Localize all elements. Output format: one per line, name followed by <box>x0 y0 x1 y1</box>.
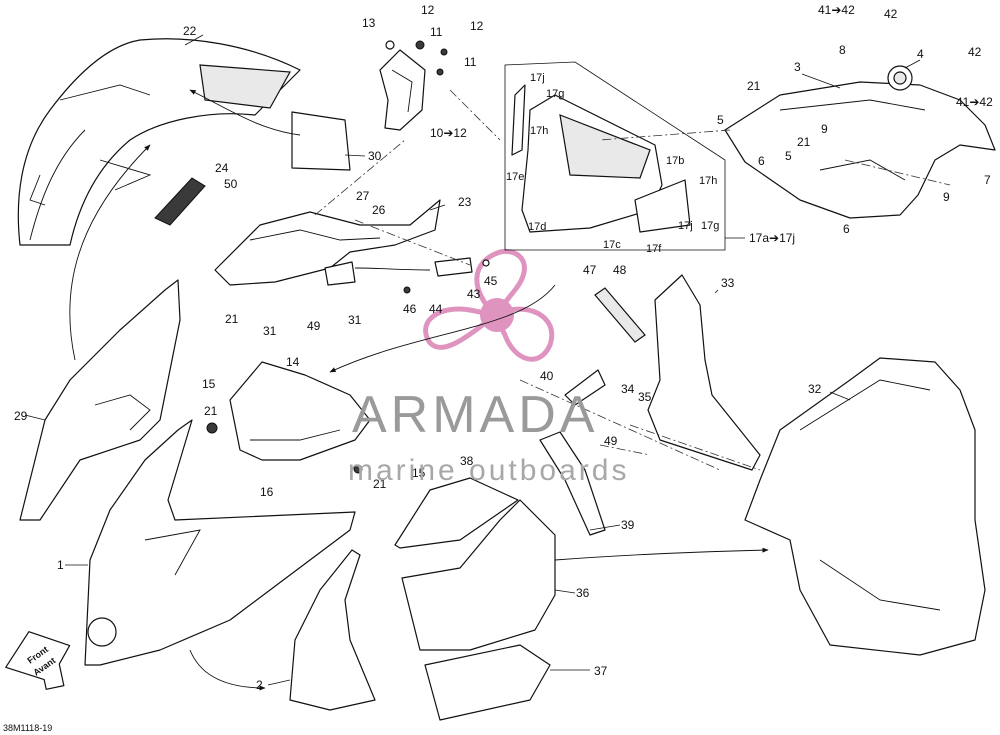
watermark-propeller-logo <box>423 248 555 362</box>
callout-11b: 11 <box>464 55 477 69</box>
callout-22: 22 <box>183 24 197 38</box>
callout-42a: 42 <box>884 7 898 21</box>
callout-15b: 15 <box>412 466 426 480</box>
callout-2: 2 <box>256 678 263 692</box>
callout-26: 26 <box>372 203 386 217</box>
callout-23: 23 <box>458 195 472 209</box>
callout-6b: 6 <box>843 222 850 236</box>
callout-9a: 9 <box>821 122 828 136</box>
callout-17b: 17b <box>666 155 684 167</box>
part-22-upper-fairing <box>17 38 301 246</box>
part-1-front-fairing <box>84 419 356 666</box>
callout-8: 8 <box>839 43 846 57</box>
callout-17j-2: 17j <box>678 220 693 232</box>
callout-17f: 17f <box>646 243 662 255</box>
part-23-frame <box>214 199 441 286</box>
watermark-brand: ARMADA <box>352 386 598 444</box>
callout-17h-2: 17h <box>699 175 717 187</box>
callout-21b: 21 <box>204 404 218 418</box>
callout-3: 3 <box>794 60 801 74</box>
callout-17e: 17e <box>506 171 524 183</box>
callout-7: 7 <box>984 173 991 187</box>
part-2-lower-panel <box>289 549 376 711</box>
part-24-grille <box>154 177 206 226</box>
callout-49b: 49 <box>604 434 618 448</box>
diagram-code: 38M1118-19 <box>3 723 52 733</box>
callout-40: 40 <box>540 369 554 383</box>
callout-5a: 5 <box>717 113 724 127</box>
callout-38: 38 <box>460 454 474 468</box>
callout-36: 36 <box>576 586 590 600</box>
callout-1: 1 <box>57 558 64 572</box>
callout-47: 47 <box>583 263 597 277</box>
callout-41-42a: 41➔42 <box>818 3 855 17</box>
callout-16: 16 <box>260 485 274 499</box>
leader-lines <box>24 34 921 686</box>
callout-42b: 42 <box>968 45 982 59</box>
callout-43: 43 <box>467 287 481 301</box>
callout-5b: 5 <box>785 149 792 163</box>
callout-21d: 21 <box>747 79 761 93</box>
part-17-inset <box>504 61 726 251</box>
callout-32: 32 <box>808 382 822 396</box>
callout-13: 13 <box>362 16 376 30</box>
callout-4: 4 <box>917 47 924 61</box>
callout-17g: 17g <box>546 88 564 100</box>
part-36-panel <box>401 499 556 651</box>
front-direction-arrow <box>5 631 71 690</box>
callout-49a: 49 <box>307 319 321 333</box>
callout-33: 33 <box>721 276 735 290</box>
part-39-trim <box>539 431 606 536</box>
callout-17h: 17h <box>530 125 548 137</box>
callout-21a: 21 <box>225 312 239 326</box>
watermark-tagline: marine outboards <box>348 454 629 487</box>
callout-31a: 31 <box>263 324 277 338</box>
callout-6a: 6 <box>758 154 765 168</box>
callout-12a: 12 <box>421 3 435 17</box>
callout-34: 34 <box>621 382 635 396</box>
callout-39: 39 <box>621 518 635 532</box>
callout-10: 10➔12 <box>430 126 467 140</box>
callout-46: 46 <box>403 302 417 316</box>
callout-17c: 17c <box>603 239 621 251</box>
callout-12b: 12 <box>470 19 484 33</box>
part-40-trim <box>564 369 606 406</box>
callout-17d: 17d <box>528 221 546 233</box>
callout-44: 44 <box>429 302 443 316</box>
part-10-bracket <box>379 40 448 131</box>
callout-21e: 21 <box>797 135 811 149</box>
part-3-upper-body <box>724 65 996 219</box>
callout-31b: 31 <box>348 313 362 327</box>
assembly-dash-lines <box>314 89 951 471</box>
part-37-panel <box>424 644 551 721</box>
callout-29: 29 <box>14 409 28 423</box>
movement-arrows <box>69 89 769 691</box>
part-29-side-panel <box>19 279 181 521</box>
callout-17g-2: 17g <box>701 220 719 232</box>
part-33-bracket <box>594 274 761 471</box>
callout-41-42b: 41➔42 <box>956 95 993 109</box>
callout-27: 27 <box>356 189 370 203</box>
part-38-panel <box>394 477 519 549</box>
callout-14: 14 <box>286 355 300 369</box>
callout-labels: 1 2 3 4 5 5 6 6 7 8 9 9 10➔12 11 11 12 1… <box>14 3 993 692</box>
callout-50: 50 <box>224 177 238 191</box>
part-32-main-body <box>744 357 986 656</box>
callout-17a-17j: 17a➔17j <box>749 231 795 245</box>
callout-45: 45 <box>484 274 498 288</box>
callout-48: 48 <box>613 263 627 277</box>
callout-24: 24 <box>215 161 229 175</box>
callout-11a: 11 <box>430 25 443 39</box>
callout-15a: 15 <box>202 377 216 391</box>
callout-37: 37 <box>594 664 608 678</box>
part-14-bracket <box>206 361 371 474</box>
callout-30: 30 <box>368 149 382 163</box>
callout-9b: 9 <box>943 190 950 204</box>
callout-35: 35 <box>638 390 652 404</box>
part-30-panel <box>291 111 351 171</box>
callout-21c: 21 <box>373 477 387 491</box>
callout-17j: 17j <box>530 72 545 84</box>
